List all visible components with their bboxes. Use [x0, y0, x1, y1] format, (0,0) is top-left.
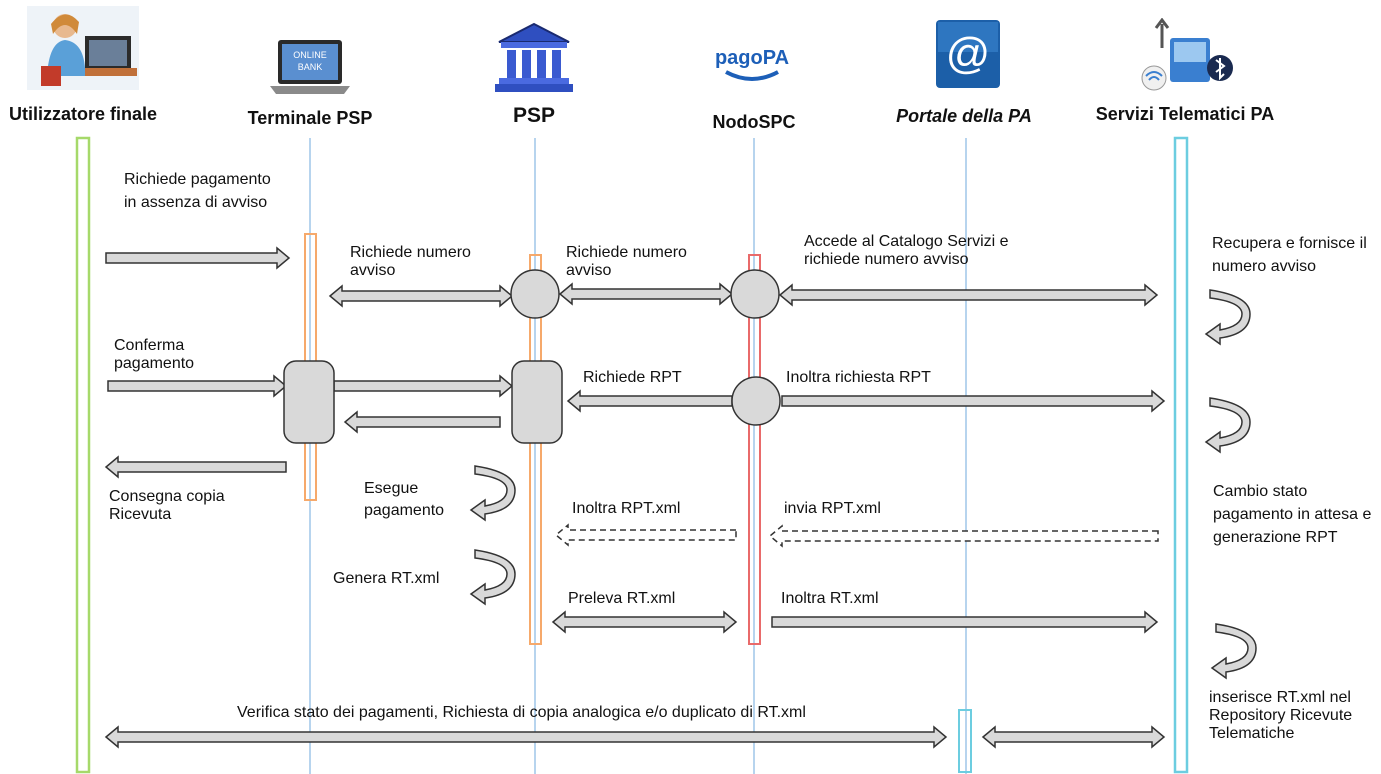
arrow-accede-catalogo: [778, 283, 1159, 307]
telematic-services-icon: [1140, 17, 1234, 94]
loop-recupera-numero: [1205, 289, 1251, 345]
arrow-conferma-utente-terminale: [107, 374, 288, 398]
actor-terminale-psp: Terminale PSP: [247, 108, 373, 128]
arrow-conferma-terminale-psp: [333, 374, 514, 398]
label-inoltra-rpt-xml: Inoltra RPT.xml: [572, 500, 681, 517]
arrow-richiede-rpt: [566, 389, 733, 413]
node-nodo-rpt: [731, 376, 781, 426]
label-inoltra-rt: Inoltra RT.xml: [781, 590, 879, 607]
label-inserisce-rt: inserisce RT.xml nel Repository Ricevute…: [1209, 689, 1353, 742]
pagopa-logo-text: pagoPA: [715, 47, 789, 69]
label-genera-rt: Genera RT.xml: [333, 570, 440, 587]
arrow-verifica-stato: [104, 725, 948, 749]
arrow-portale-servizi: [981, 725, 1166, 749]
node-nodo-richiesta: [730, 269, 780, 319]
actor-portale-pa: Portale della PA: [896, 106, 1032, 126]
actor-utilizzatore-finale: Utilizzatore finale: [8, 104, 158, 124]
label-preleva-rt: Preleva RT.xml: [568, 590, 676, 607]
arrow-richiede-numero-psp-terminale: [328, 284, 514, 308]
pagopa-logo: pagoPA: [712, 38, 792, 88]
online-bank-laptop-icon: ONLINE BANK: [268, 38, 352, 98]
label-accede-catalogo: Accede al Catalogo Servizi e richiede nu…: [804, 233, 1009, 268]
node-psp-conferma: [511, 360, 563, 444]
label-verifica-stato: Verifica stato dei pagamenti, Richiesta …: [237, 704, 806, 721]
label-richiede-rpt: Richiede RPT: [583, 369, 682, 386]
label-invia-rpt-xml: invia RPT.xml: [784, 500, 881, 517]
label-inoltra-richiesta-rpt: Inoltra richiesta RPT: [786, 369, 931, 386]
loop-esegue-pagamento: [470, 465, 516, 521]
label-esegue-pagamento: Esegue pagamento: [364, 480, 445, 519]
node-psp-richiesta: [510, 269, 560, 319]
arrow-consegna-copia: [104, 455, 287, 479]
activation-bar-portale: [958, 709, 972, 773]
arrow-preleva-rt: [551, 610, 738, 634]
arrow-utente-to-terminale: [105, 246, 291, 270]
terminal-logo-line2: BANK: [298, 62, 323, 72]
bank-building-icon: [495, 22, 573, 94]
activation-bar-utente: [75, 136, 91, 774]
activation-bar-servizi: [1173, 136, 1189, 774]
svg-text:@: @: [946, 29, 991, 78]
email-at-icon: @: [936, 20, 1000, 88]
actor-servizi-telematici-pa: Servizi Telematici PA: [1095, 104, 1275, 124]
activation-bar-psp: [529, 254, 542, 645]
actor-psp: PSP: [512, 104, 556, 127]
arrow-richiede-numero-psp-nodo: [558, 282, 734, 306]
activation-bar-nodo: [748, 254, 761, 645]
arrow-inoltra-rpt-xml: [554, 523, 737, 547]
arrow-psp-to-terminale-return: [343, 410, 501, 434]
label-richiede-pagamento: Richiede pagamento in assenza di avviso: [124, 171, 271, 211]
terminal-logo-line1: ONLINE: [293, 50, 327, 60]
actor-nodospc: NodoSPC: [712, 112, 796, 132]
node-terminale-conferma: [283, 360, 335, 444]
loop-genera-rt: [470, 549, 516, 605]
label-richiede-numero-1: Richiede numero avviso: [350, 244, 471, 279]
label-consegna-copia: Consegna copia Ricevuta: [109, 488, 225, 523]
loop-genera-rpt: [1205, 397, 1251, 453]
arrow-invia-rpt-xml: [768, 524, 1159, 548]
arrow-inoltra-richiesta-rpt: [781, 389, 1166, 413]
office-worker-icon: [27, 6, 139, 90]
label-conferma-pagamento: Conferma pagamento: [114, 337, 195, 372]
label-recupera-fornisce: Recupera e fornisce il numero avviso: [1212, 235, 1367, 275]
loop-inserisce-rt: [1211, 623, 1257, 679]
arrow-inoltra-rt: [771, 610, 1159, 634]
label-cambio-stato: Cambio stato pagamento in attesa e gener…: [1213, 483, 1372, 546]
label-richiede-numero-2: Richiede numero avviso: [566, 244, 687, 279]
